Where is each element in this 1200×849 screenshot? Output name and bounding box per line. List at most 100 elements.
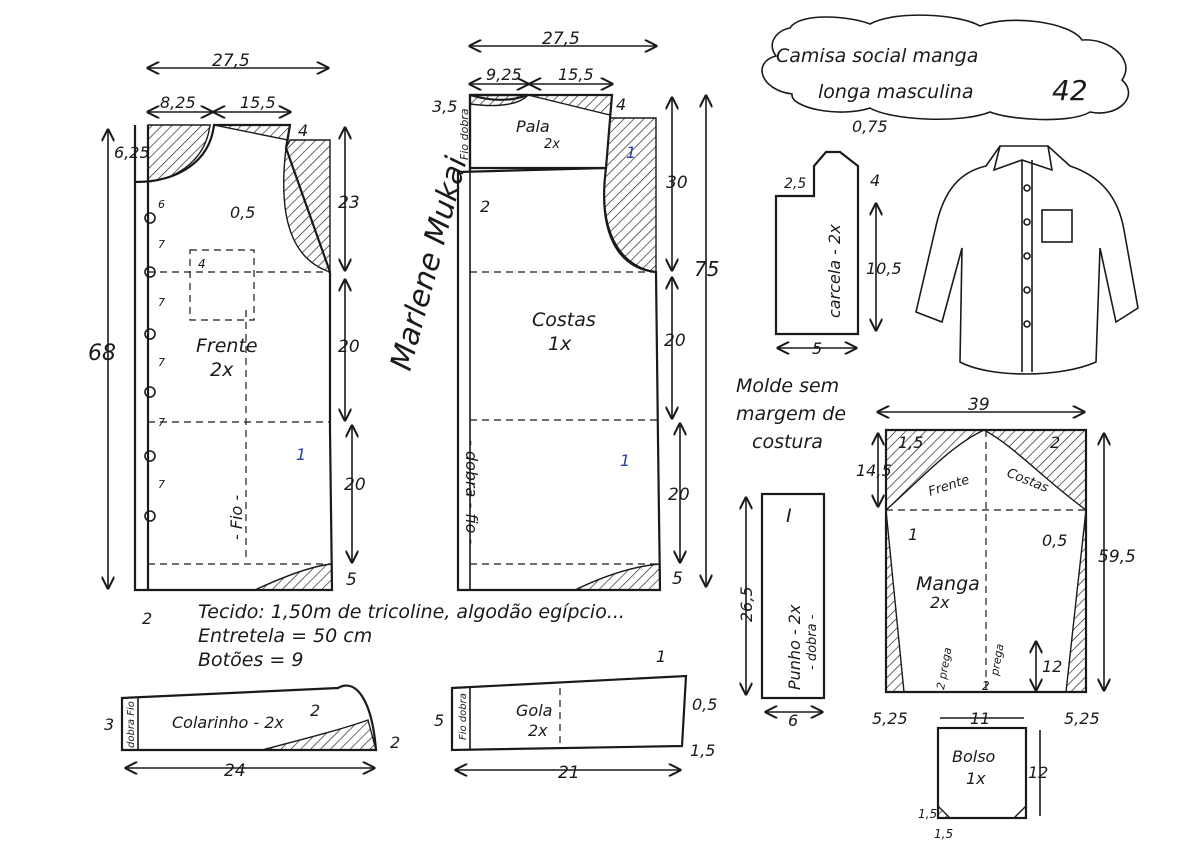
yoke-neck-hatch [469, 94, 530, 107]
back-mid2: 20 [668, 485, 690, 505]
pattern-note: Molde sem margem de costura [736, 375, 846, 453]
back-hem: 5 [672, 569, 683, 589]
sleeve-edge-left: 5,25 [872, 709, 908, 728]
cuff-name: Punho - 2x [785, 604, 804, 690]
cuff-width: 6 [788, 711, 798, 730]
shirt-button-4 [1023, 286, 1031, 294]
button-3 [144, 328, 156, 340]
button-1 [144, 212, 156, 224]
placket-h2: 10,5 [866, 259, 902, 278]
back-hem-hatch [574, 563, 661, 591]
cuff-piece: I Punho - 2x - dobra - 26,5 6 [737, 492, 826, 730]
front-width: 27,5 [212, 51, 250, 71]
front-name: Frente [196, 335, 258, 357]
materials-buttons: Botões = 9 [198, 649, 303, 671]
collar-qty: 2x [528, 721, 548, 740]
front-mid1: 20 [338, 337, 360, 357]
button-6 [144, 510, 156, 522]
title-cloud-outline [761, 14, 1130, 121]
front-hem-hatch [254, 563, 333, 591]
front-btn-gap-3: 7 [158, 356, 165, 369]
sleeve-pleat-right: prega [988, 642, 1007, 677]
front-ease: 1 [296, 445, 306, 464]
placket-piece: 0,75 4 10,5 2,5 5 carcela - 2x [774, 117, 902, 358]
back-width: 27,5 [542, 29, 580, 49]
back-yoke-fold-label: Fio dobra [458, 108, 471, 160]
collar-length: 21 [558, 763, 580, 783]
yoke-mark: 1 [626, 143, 636, 162]
front-btn-gap-2: 7 [158, 296, 165, 309]
cuff-mark: I [786, 505, 792, 527]
sleeve-placket: 12 [1042, 657, 1062, 676]
signature: Marlene Mukai [384, 152, 475, 374]
shirt-collar [992, 145, 1054, 172]
front-placket: 2 [142, 609, 152, 628]
back-ease: 1 [620, 451, 630, 470]
pocket-name: Bolso [952, 747, 996, 766]
front-first-btn: 6 [158, 198, 165, 211]
title-line-2: longa masculina [818, 81, 973, 103]
cuff-length: 26,5 [737, 586, 756, 622]
placket-h1: 4 [870, 171, 880, 190]
sleeve-cap-front-hatch [885, 429, 985, 512]
collar-stand-height: 3 [104, 715, 114, 734]
sleeve-cap-back-hatch [983, 429, 1087, 512]
sleeve-piece: 39 1,5 2 14,5 59,5 5,25 5,25 12 1 0,5 2 … [856, 395, 1136, 728]
collar-tip-2: 1,5 [690, 741, 715, 760]
back-name: Costas [532, 309, 596, 331]
collar-stand-right: 2 [390, 733, 400, 752]
collar-tip-1: 0,5 [692, 695, 717, 714]
collar-top: 1 [656, 647, 666, 666]
back-piece: 27,5 9,25 15,5 3,5 4 30 75 20 20 5 1 2 F… [432, 29, 719, 592]
button-4 [144, 386, 156, 398]
placket-top: 0,75 [852, 117, 888, 136]
back-yoke-top: 3,5 [432, 97, 457, 116]
front-side: 0,5 [230, 203, 255, 222]
front-grain: - Fio - [227, 495, 246, 540]
front-buttons [144, 212, 156, 522]
collar-stand-mark: 2 [310, 701, 320, 720]
sleeve-front-label: Frente [927, 473, 972, 500]
front-pocket-outline [189, 249, 255, 321]
front-shoulder-drop: 4 [298, 121, 308, 140]
back-neck: 9,25 [486, 65, 522, 84]
note-line-2: margem de [736, 403, 846, 425]
title-size: 42 [1052, 74, 1088, 107]
sleeve-width: 39 [968, 395, 990, 415]
collar-stand-fold: dobra Fio [126, 701, 137, 748]
front-neck-hatch [147, 124, 211, 183]
sleeve-side-right-hatch [1065, 509, 1087, 693]
back-armhole-hatch [603, 117, 657, 273]
note-line-3: costura [752, 431, 823, 453]
collar-stand-hatch [261, 719, 377, 751]
materials-fabric: Tecido: 1,50m de tricoline, algodão egíp… [198, 601, 625, 623]
shirt-sketch [915, 145, 1139, 375]
collar-outline [450, 674, 688, 752]
placket-name: carcela - 2x [825, 224, 844, 318]
front-shoulder: 15,5 [240, 93, 276, 112]
pocket-outline [936, 726, 1028, 820]
placket-outline [774, 150, 860, 336]
back-yoke: 30 [666, 173, 688, 193]
sleeve-cap-right: 2 [1050, 433, 1060, 452]
front-length: 68 [88, 341, 116, 366]
front-btn-gap-1: 7 [158, 238, 165, 251]
sleeve-cap-left: 1,5 [898, 433, 923, 452]
front-shoulder-hatch [213, 124, 291, 141]
front-qty: 2x [210, 359, 234, 381]
pocket-corner-right [1012, 804, 1027, 819]
back-shoulder: 15,5 [558, 65, 594, 84]
sleeve-gap: 2 [982, 679, 990, 693]
cuff-outline [760, 492, 826, 700]
front-hem: 5 [346, 570, 357, 590]
shirt-button-5 [1023, 320, 1031, 328]
sleeve-length: 59,5 [1098, 547, 1136, 567]
back-length: 75 [694, 257, 719, 281]
back-fold: - dobra - fio - [462, 440, 481, 545]
collar-height: 5 [434, 711, 444, 730]
yoke-shoulder-hatch [527, 94, 613, 116]
pocket-height: 12 [1028, 763, 1048, 782]
pocket-corner-h: 1,5 [934, 827, 953, 841]
sleeve-side-left-hatch [885, 509, 905, 693]
